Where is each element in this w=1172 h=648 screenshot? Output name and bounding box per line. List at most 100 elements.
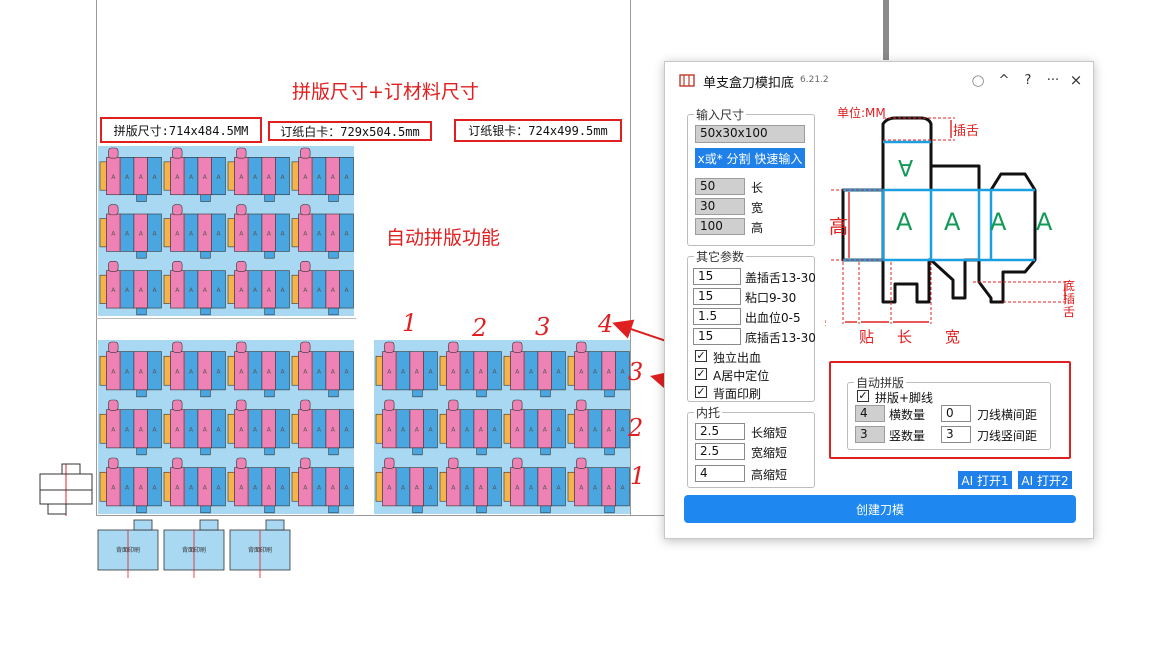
size-combined-input[interactable]: 50x30x100: [695, 125, 805, 143]
box-panel: [211, 409, 226, 449]
panel-letter: A: [607, 427, 612, 434]
close-icon[interactable]: ×: [1069, 71, 1083, 89]
face-a-3: A: [990, 208, 1007, 236]
panel-letter: A: [217, 485, 222, 492]
panel-letter: A: [401, 485, 406, 492]
length-shorten-input[interactable]: 2.5: [695, 423, 745, 440]
more-icon[interactable]: ···: [1046, 72, 1060, 88]
back-print-box: 背面印刷: [97, 519, 159, 578]
box-panel: [211, 270, 226, 309]
collapse-icon[interactable]: ^: [998, 72, 1010, 88]
top-tuck: [576, 457, 587, 469]
panel-letter: A: [529, 485, 534, 492]
vertical-count-input[interactable]: 3: [855, 426, 885, 443]
bottom-tuck: [412, 389, 423, 398]
quick-input-button[interactable]: x或* 分割 快速输入: [695, 148, 805, 168]
ai-open-2-button[interactable]: AI 打开2: [1018, 471, 1072, 489]
diagram-width-label: 宽: [945, 328, 961, 346]
panel-titlebar[interactable]: 单支盒刀模扣底 6.21.2 ○ ^ ? ··· ×: [665, 62, 1095, 98]
top-tuck: [448, 399, 459, 411]
panel-letter: A: [139, 231, 144, 238]
panel-letter: A: [557, 485, 562, 492]
ai-open-1-button[interactable]: AI 打开1: [958, 471, 1012, 489]
glue-flap: [503, 471, 511, 502]
back-print-box: 背面印刷: [229, 519, 291, 578]
horizontal-count-input[interactable]: 4: [855, 405, 885, 422]
bottom-tuck: [540, 505, 551, 514]
panel-letter: A: [281, 287, 286, 294]
height-shorten-input[interactable]: 4: [695, 465, 745, 482]
panel-letter: A: [153, 231, 158, 238]
panel-letter: A: [189, 485, 194, 492]
panel-letter: A: [479, 369, 484, 376]
width-shorten-input[interactable]: 2.5: [695, 443, 745, 460]
panel-letter: A: [493, 427, 498, 434]
lid-tuck-input[interactable]: 15: [693, 268, 741, 285]
create-die-button[interactable]: 创建刀模: [684, 495, 1076, 523]
glue-flap-input[interactable]: 15: [693, 288, 741, 305]
panel-letter: A: [317, 485, 322, 492]
top-tuck: [108, 147, 119, 159]
height-input[interactable]: 100: [695, 218, 745, 235]
glue-flap: [99, 218, 107, 248]
width-label: 宽: [751, 201, 764, 215]
white-card-size-box: 订纸白卡：729x504.5mm: [268, 121, 432, 141]
panel-letter: A: [557, 369, 562, 376]
layout-size-heading: 拼版尺寸+订材料尺寸: [292, 81, 479, 103]
bottom-tuck-input[interactable]: 15: [693, 328, 741, 345]
h-gap-input[interactable]: 0: [941, 405, 971, 422]
width-input[interactable]: 30: [695, 198, 745, 215]
panel-letter: A: [345, 231, 350, 238]
box-panel: [275, 213, 290, 252]
top-tuck: [172, 341, 183, 353]
help-icon[interactable]: ?: [1024, 72, 1032, 88]
panel-letter: A: [217, 231, 222, 238]
panel-letter: A: [345, 485, 350, 492]
glue-flap: [439, 355, 447, 386]
panel-letter: A: [175, 427, 180, 434]
circle-icon[interactable]: ○: [971, 71, 985, 89]
input-size-group: 输入尺寸: [687, 106, 815, 246]
canvas-scrollbar[interactable]: [883, 0, 889, 60]
box-panel: [423, 467, 438, 507]
back-print-checkbox[interactable]: ✓: [695, 385, 707, 398]
panel-letter: A: [401, 427, 406, 434]
panel-letter: A: [479, 427, 484, 434]
length-input[interactable]: 50: [695, 178, 745, 195]
panel-letter: A: [303, 485, 308, 492]
panel-letter: A: [515, 369, 520, 376]
top-tuck: [172, 399, 183, 411]
layout-footline-checkbox[interactable]: ✓: [857, 389, 869, 402]
v-gap-input[interactable]: 3: [941, 426, 971, 443]
layout-footline-label: 拼版+脚线: [875, 391, 934, 405]
bottom-tuck: [604, 389, 615, 398]
panel-letter: A: [493, 369, 498, 376]
panel-letter: A: [579, 427, 584, 434]
panel-letter: A: [317, 287, 322, 294]
panel-letter: A: [253, 174, 258, 181]
diagram-height-label: 高: [829, 216, 849, 238]
bottom-tuck: [264, 194, 275, 202]
top-tuck: [236, 204, 247, 216]
independent-bleed-checkbox[interactable]: ✓: [695, 349, 707, 362]
a-center-checkbox[interactable]: ✓: [695, 367, 707, 380]
back-print-box: 背面印刷: [163, 519, 225, 578]
panel-letter: A: [317, 369, 322, 376]
top-tuck: [300, 457, 311, 469]
panel-letter: A: [621, 485, 626, 492]
top-tuck: [576, 399, 587, 411]
bleed-input[interactable]: 1.5: [693, 308, 741, 325]
panel-letter: A: [253, 485, 258, 492]
bottom-tuck: [264, 389, 275, 398]
